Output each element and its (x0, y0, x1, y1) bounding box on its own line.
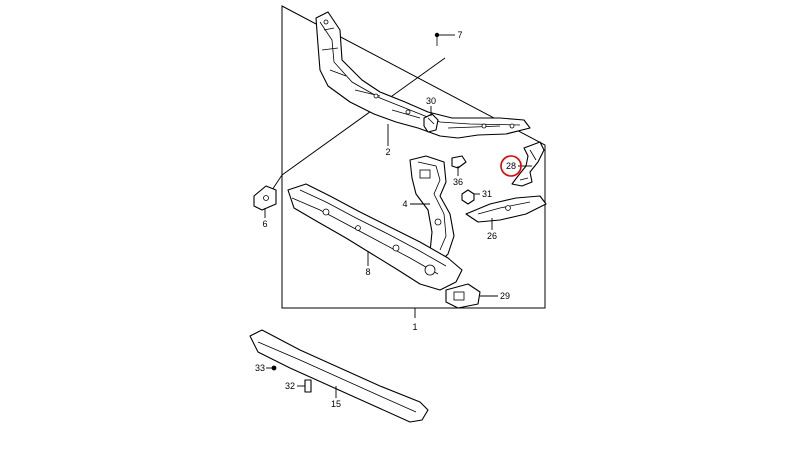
callout-26: 26 (487, 231, 497, 241)
callout-36: 36 (453, 177, 463, 187)
frame-leader-6 (271, 174, 283, 191)
frame-diagonal (281, 57, 446, 176)
bolt-part-7 (434, 32, 440, 46)
callout-29: 29 (500, 291, 510, 301)
lower-support-part-8 (287, 183, 463, 291)
deflector-part-15 (249, 329, 429, 423)
callout-1: 1 (412, 322, 417, 332)
nut-part-31 (461, 189, 475, 205)
callout-8: 8 (365, 267, 370, 277)
clip-part-36 (451, 155, 467, 176)
block-part-29 (445, 283, 481, 309)
callout-28: 28 (506, 161, 516, 171)
callout-7: 7 (457, 30, 462, 40)
callout-15: 15 (331, 399, 341, 409)
callout-30: 30 (426, 96, 436, 106)
callout-4: 4 (402, 199, 407, 209)
callout-31: 31 (482, 189, 492, 199)
bracket-part-26 (465, 195, 547, 223)
upper-support-part-2 (315, 11, 531, 139)
callout-6: 6 (262, 219, 267, 229)
fastener-part-33 (271, 365, 277, 371)
assembly-frame (281, 5, 546, 309)
callout-33: 33 (255, 363, 265, 373)
side-member-part-4 (409, 155, 455, 263)
bracket-part-30 (423, 113, 439, 133)
latch-part-6 (253, 185, 277, 211)
fastener-part-32 (304, 379, 312, 393)
highlight-circle (500, 155, 522, 177)
callout-2: 2 (385, 147, 390, 157)
bracket-part-28 (511, 141, 545, 187)
callout-32: 32 (285, 381, 295, 391)
